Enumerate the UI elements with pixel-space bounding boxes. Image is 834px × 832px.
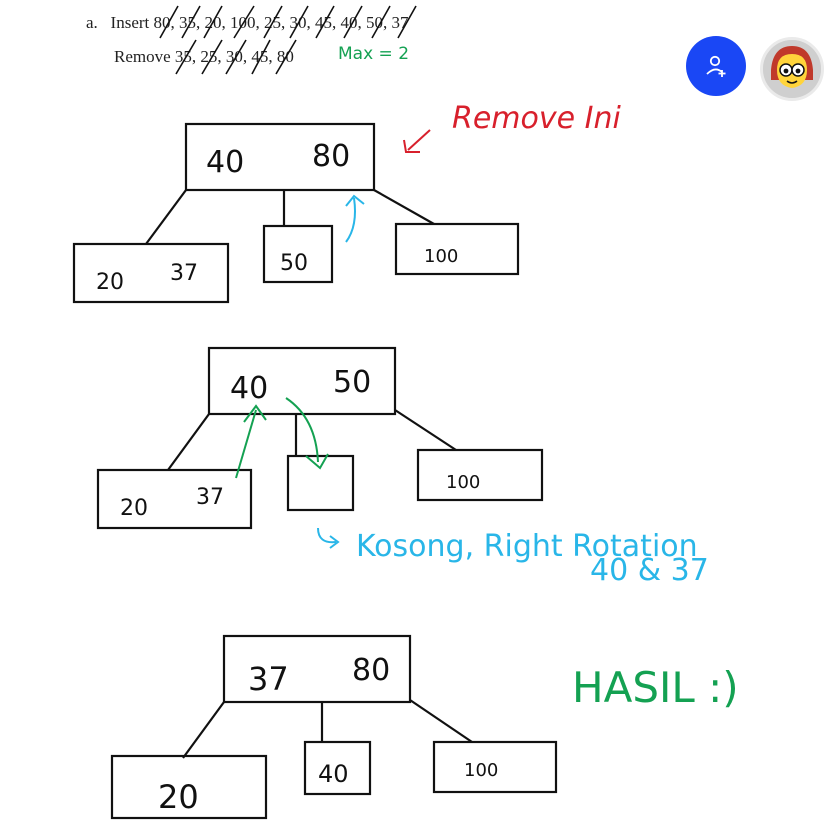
tree2-edges: [96, 346, 544, 530]
strike-marks: [159, 5, 417, 75]
tree3-edges: [110, 634, 558, 820]
problem-label: a.: [86, 13, 98, 32]
remove-label: Remove: [114, 47, 171, 66]
tree1-blue-arrow: [345, 194, 365, 243]
add-person-icon: [706, 55, 726, 77]
tree3-right-key-1: 100: [464, 760, 498, 781]
max-note: Max = 2: [338, 44, 410, 64]
tree1-root-key-2: 80: [312, 139, 350, 174]
add-person-button[interactable]: [686, 36, 746, 96]
insert-label: Insert: [110, 13, 150, 32]
tree1-right-key-1: 100: [424, 246, 458, 267]
remove-note: Remove Ini: [452, 101, 621, 136]
result-note: HASIL :): [572, 663, 739, 712]
tree3-left-key-1: 20: [158, 778, 199, 816]
tree1-left-key-1: 20: [96, 270, 124, 295]
tree1-middle-key-1: 50: [280, 251, 308, 276]
problem-line-insert: a. Insert 80, 35, 20, 100, 25, 30, 45, 4…: [86, 13, 409, 33]
tree1-left-key-2: 37: [170, 261, 198, 286]
tree2-right-key-1: 100: [446, 472, 480, 493]
red-arrow: [403, 129, 431, 153]
tree2-green-arrows: [235, 397, 329, 479]
rotation-note-1: Kosong, Right Rotation: [356, 529, 698, 564]
blue-hook-arrow: [317, 527, 340, 549]
tree1-edges: [72, 122, 520, 304]
tree2-root-key-2: 50: [333, 365, 371, 400]
insert-values: 80, 35, 20, 100, 25, 30, 45, 40, 50, 37: [153, 13, 409, 32]
tree2-left-key-1: 20: [120, 496, 148, 521]
user-avatar[interactable]: [760, 37, 824, 101]
tree3-root-key-2: 80: [352, 653, 390, 688]
tree3-root-key-1: 37: [248, 660, 289, 698]
tree2-root-key-1: 40: [230, 371, 268, 406]
rotation-note-2: 40 & 37: [590, 553, 709, 588]
avatar-image: [763, 40, 821, 98]
tree2-left-key-2: 37: [196, 485, 224, 510]
tree1-root-key-1: 40: [206, 145, 244, 180]
tree3-middle-key-1: 40: [318, 760, 349, 788]
